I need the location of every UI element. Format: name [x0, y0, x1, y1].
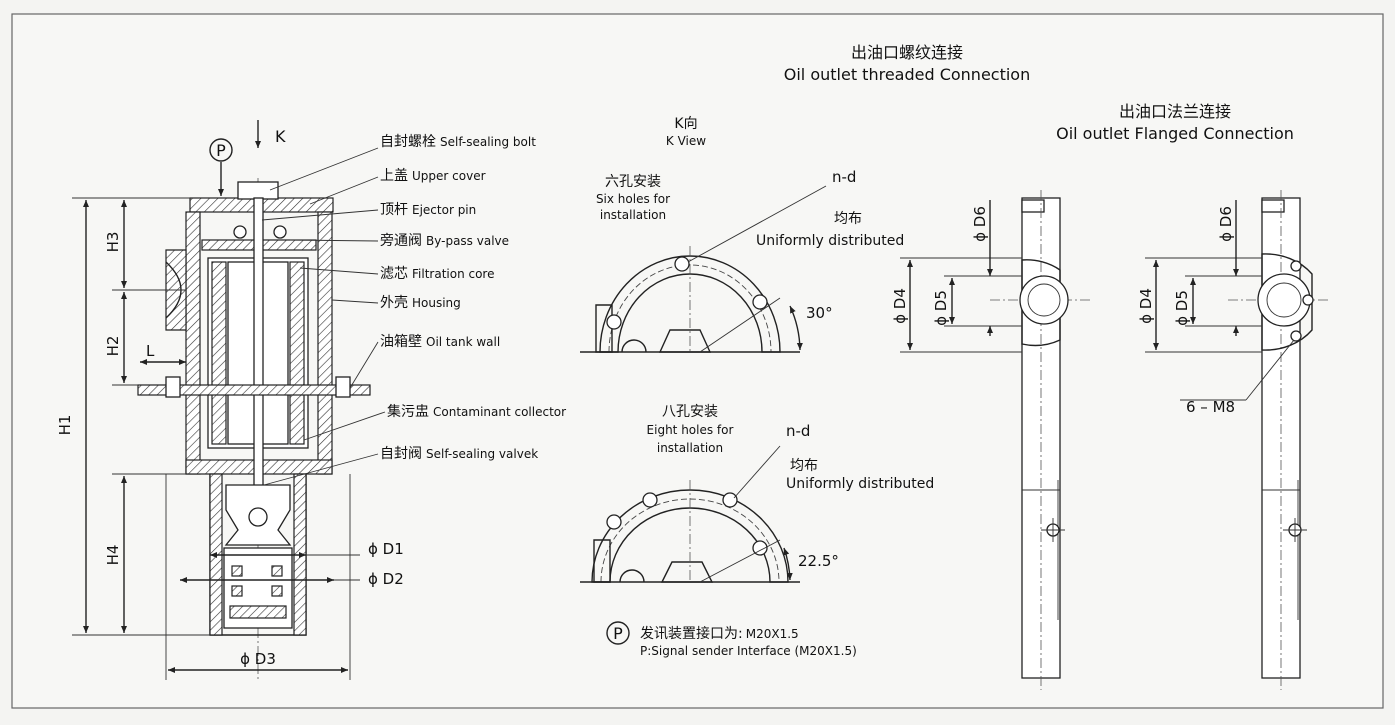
six-hole-uniform-en: Uniformly distributed [756, 233, 904, 249]
dim-h3: H3 [104, 232, 122, 253]
flange-bolt-hole [1290, 330, 1302, 342]
flange-bolt-hole [1302, 294, 1314, 306]
callout-en: Oil tank wall [426, 335, 500, 349]
bolt-hole [606, 314, 622, 330]
six-hole-title-cn: 六孔安装 [605, 174, 661, 190]
callout-cn: 集污盅 [387, 403, 429, 420]
callout-en: Upper cover [412, 169, 486, 183]
bolt-hole [722, 492, 738, 508]
callout-cn: 上盖 [380, 168, 408, 184]
note-cn: 发讯装置接口为: [640, 625, 743, 642]
p-symbol: P [216, 141, 226, 160]
callout-cn: 滤芯 [380, 266, 408, 282]
dim-h4: H4 [104, 545, 122, 566]
callout-cn: 外壳 [380, 294, 408, 311]
six-hole-view: 六孔安装 Six holes for installation n-d 均布 U… [580, 168, 904, 353]
filter-section-view: P K H1 H3 H2 H4 L ϕ D1 ϕ D2 ϕ D3 [56, 120, 404, 680]
threaded-connection-view: ϕ D4 ϕ D5 ϕ D6 [891, 190, 1090, 690]
dim-h2: H2 [104, 336, 122, 357]
svg-text:发讯装置接口为:M20X1.5: 发讯装置接口为:M20X1.5 [640, 625, 799, 642]
flange-bolt-hole [1290, 260, 1302, 272]
note-cn-value: M20X1.5 [746, 627, 799, 641]
flanged-dim-d5: ϕ D5 [1173, 290, 1191, 326]
callout-en: Self-sealing bolt [440, 135, 536, 149]
bolt-hole [752, 540, 768, 556]
note-p-symbol: P [613, 624, 623, 643]
eight-hole-title-en2: installation [657, 441, 723, 455]
six-hole-uniform-cn: 均布 [834, 211, 862, 227]
threaded-title-cn: 出油口螺纹连接 [851, 43, 963, 62]
flanged-dim-d6: ϕ D6 [1217, 206, 1235, 242]
flanged-connection-view: ϕ D4 ϕ D5 ϕ D6 6 – M8 [1137, 190, 1330, 690]
bolt-hole [642, 492, 658, 508]
callout-cn: 顶杆 [380, 202, 408, 218]
eight-hole-nd: n-d [786, 422, 810, 440]
callout-leaders [261, 147, 386, 486]
callout-cn: 自封螺栓 [380, 134, 436, 150]
flanged-dim-d4: ϕ D4 [1137, 288, 1155, 324]
six-hole-angle: 30° [806, 304, 833, 322]
callout-en: Self-sealing valvek [426, 447, 538, 461]
threaded-dim-d5: ϕ D5 [932, 290, 950, 326]
callout-cn: 油箱壁 [380, 334, 422, 350]
dim-d3: ϕ D3 [240, 650, 276, 668]
eight-hole-uniform-cn: 均布 [790, 458, 818, 474]
dim-l: L [146, 342, 155, 360]
callout-en: Contaminant collector [433, 405, 566, 419]
dim-d2: ϕ D2 [368, 570, 404, 588]
flanged-bolts-label: 6 – M8 [1186, 398, 1235, 416]
callout-labels: 自封螺栓 Self-sealing bolt 上盖 Upper cover 顶杆 Ej… [380, 134, 566, 462]
eight-hole-view: 八孔安装 Eight holes for installation n-d 均布… [580, 404, 934, 583]
six-hole-nd: n-d [832, 168, 856, 186]
eight-hole-angle: 22.5° [798, 552, 839, 570]
kview-en: K View [666, 134, 706, 148]
bolt-hole [752, 294, 768, 310]
threaded-title-en: Oil outlet threaded Connection [784, 65, 1030, 84]
six-hole-title-en2: installation [600, 208, 666, 222]
k-arrow-label: K [275, 127, 286, 146]
threaded-dim-d6: ϕ D6 [971, 206, 989, 242]
dim-d1: ϕ D1 [368, 540, 404, 558]
signal-sender-note: P 发讯装置接口为:M20X1.5 P:Signal sender Interf… [606, 621, 857, 658]
callout-en: By-pass valve [426, 234, 509, 248]
note-en: P:Signal sender Interface (M20X1.5) [640, 644, 857, 658]
flanged-title-en: Oil outlet Flanged Connection [1056, 124, 1294, 143]
callout-cn: 旁通阀 [380, 232, 422, 249]
eight-hole-title-cn: 八孔安装 [662, 404, 718, 420]
eight-hole-title-en1: Eight holes for [647, 423, 734, 437]
eight-hole-uniform-en: Uniformly distributed [786, 476, 934, 492]
callout-en: Ejector pin [412, 203, 476, 217]
callout-en: Filtration core [412, 267, 494, 281]
kview-cn: K向 [674, 116, 697, 132]
callout-en: Housing [412, 296, 461, 310]
bolt-hole [606, 514, 622, 530]
threaded-dim-d4: ϕ D4 [891, 288, 909, 324]
callout-cn: 自封阀 [380, 446, 422, 462]
dim-h1: H1 [56, 415, 74, 436]
flanged-title-cn: 出油口法兰连接 [1119, 102, 1231, 121]
six-hole-title-en1: Six holes for [596, 192, 670, 206]
